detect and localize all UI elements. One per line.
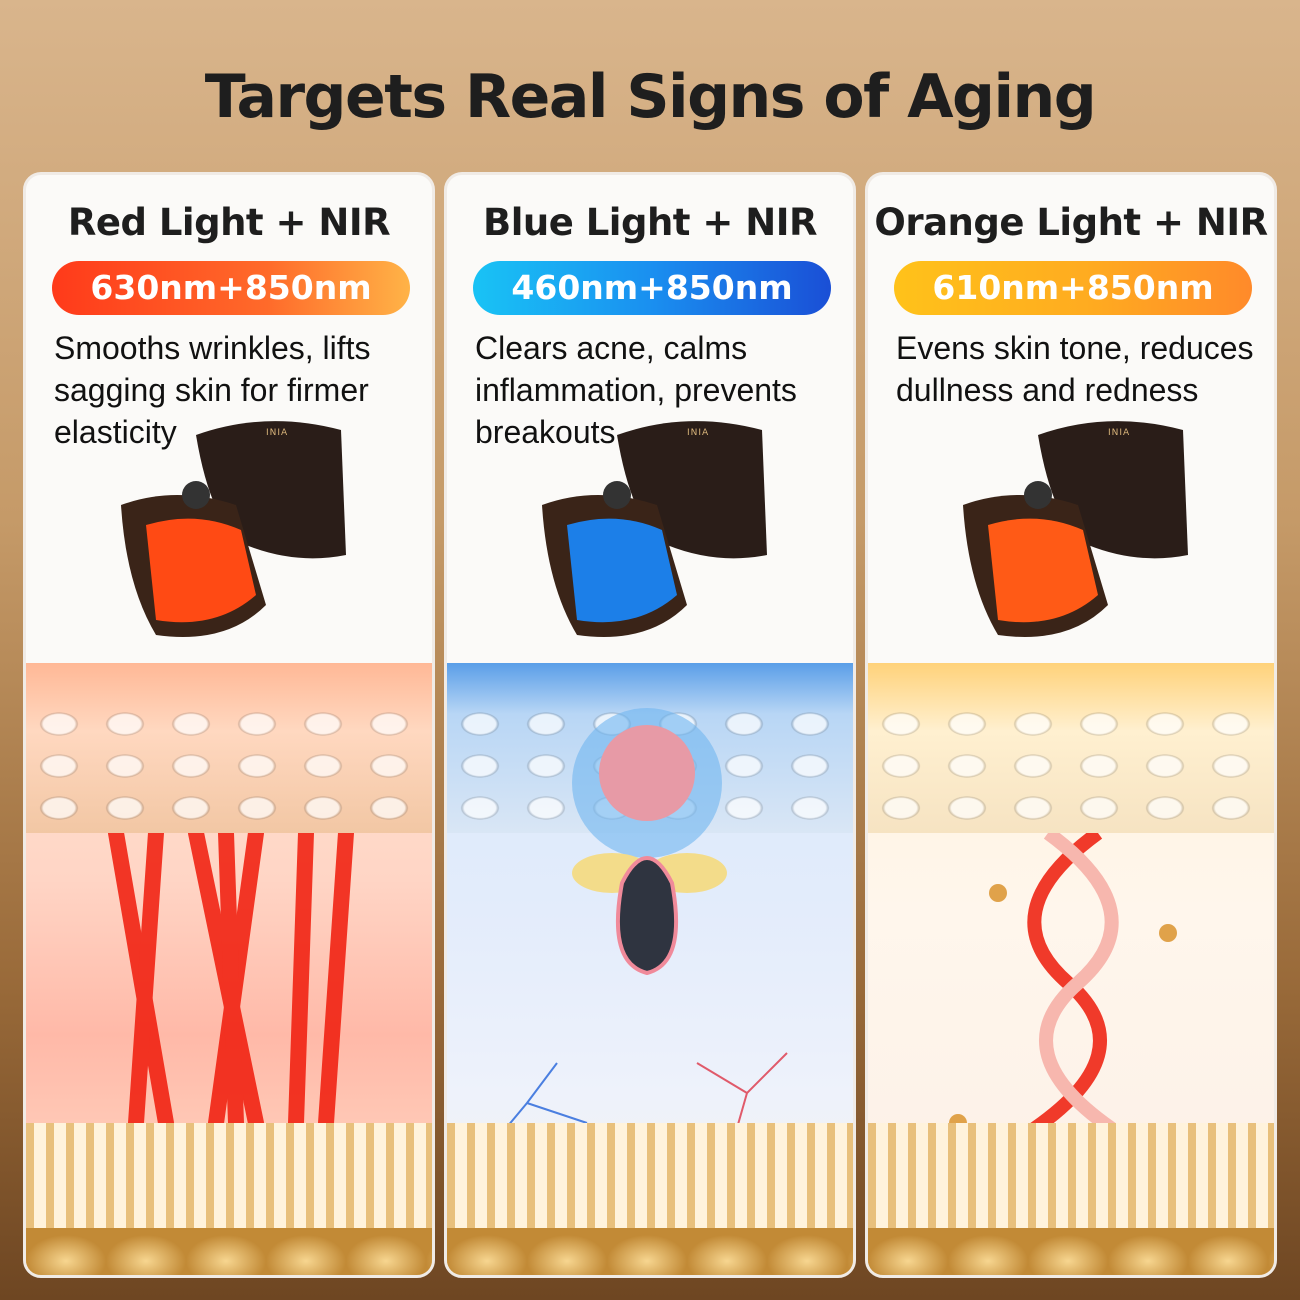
pore-follicle-icon <box>476 708 788 1164</box>
mask-brand-logo: INIA <box>1108 428 1130 438</box>
card-heading: Orange Light + NIR <box>874 201 1268 244</box>
led-mask-image: INIA <box>542 421 767 637</box>
collagen-fibers-icon <box>108 833 354 1131</box>
card-heading: Blue Light + NIR <box>483 201 817 244</box>
wavelength-badge: 610nm+850nm <box>894 261 1252 315</box>
dna-helix-icon <box>949 833 1177 1133</box>
card-description: Evens skin tone, reduces dullness and re… <box>896 330 1254 408</box>
page-title: Targets Real Signs of Aging <box>204 62 1097 132</box>
card-heading: Red Light + NIR <box>67 201 391 244</box>
card-red-light: Red Light + NIR 630nm+850nm Smooths wrin… <box>23 172 435 1278</box>
card-description: Smooths wrinkles, lifts sagging skin for… <box>54 330 371 450</box>
skin-illustration-orange <box>868 663 1274 1275</box>
card-blue-light: Blue Light + NIR 460nm+850nm Clears acne… <box>444 172 856 1278</box>
mask-brand-logo: INIA <box>687 428 709 438</box>
wavelength-badge: 460nm+850nm <box>473 261 831 315</box>
led-mask-image: INIA <box>963 421 1188 637</box>
led-mask-image: INIA <box>121 421 346 637</box>
mask-brand-logo: INIA <box>266 428 288 438</box>
card-orange-light: Orange Light + NIR 610nm+850nm Evens ski… <box>865 172 1277 1278</box>
skin-illustration-red <box>26 663 432 1275</box>
wavelength-badge: 630nm+850nm <box>52 261 410 315</box>
card-description: Clears acne, calms inflammation, prevent… <box>475 330 797 450</box>
skin-illustration-blue <box>447 663 853 1275</box>
